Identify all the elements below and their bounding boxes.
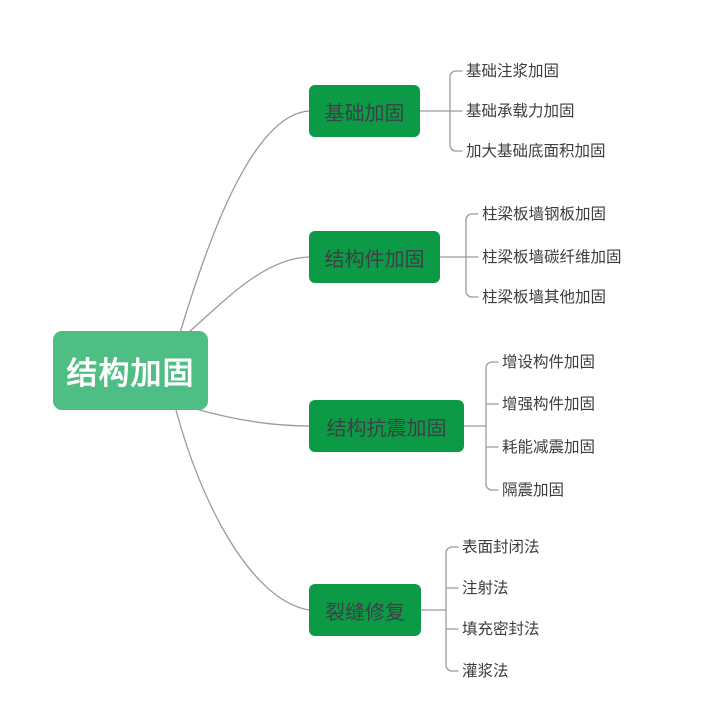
- spine-branch-3: [485, 361, 493, 491]
- root-node-label: 结构加固: [66, 356, 195, 391]
- branch-node-2[interactable]: 结构件加固: [309, 231, 440, 283]
- leaf-node-4-1[interactable]: 表面封闭法: [462, 540, 540, 556]
- leaf-node-3-3-label: 耗能减震加固: [502, 439, 596, 456]
- leaf-node-3-2[interactable]: 增强构件加固: [502, 397, 595, 413]
- branch-node-3[interactable]: 结构抗震加固: [309, 400, 464, 452]
- branch-node-1-label: 基础加固: [324, 102, 405, 125]
- leaf-node-3-3[interactable]: 耗能减震加固: [502, 440, 595, 456]
- leaf-node-1-1[interactable]: 基础注浆加固: [466, 64, 559, 80]
- leaf-node-3-4-label: 隔震加固: [502, 482, 565, 499]
- leaf-node-3-2-label: 增强构件加固: [502, 396, 596, 413]
- leaf-node-2-3-label: 柱梁板墙其他加固: [482, 289, 607, 306]
- leaf-node-4-4[interactable]: 灌浆法: [462, 664, 509, 680]
- leaf-node-1-2-label: 基础承载力加固: [466, 103, 575, 120]
- connector-root-to-branch-3: [195, 408, 310, 427]
- leaf-node-1-3-label: 加大基础底面积加固: [466, 143, 606, 160]
- leaf-node-4-2[interactable]: 注射法: [462, 581, 509, 597]
- leaf-node-2-2-label: 柱梁板墙碳纤维加固: [482, 249, 622, 266]
- leaf-node-4-3[interactable]: 填充密封法: [462, 622, 540, 638]
- spine-branch-2: [465, 213, 473, 298]
- leaf-node-1-3[interactable]: 加大基础底面积加固: [466, 144, 606, 160]
- branch-node-4-label: 裂缝修复: [325, 601, 405, 624]
- mindmap-root-node[interactable]: 结构加固: [53, 331, 208, 410]
- connector-root-to-branch-2: [187, 256, 310, 334]
- leaf-node-3-1[interactable]: 增设构件加固: [502, 355, 595, 371]
- leaf-node-2-3[interactable]: 柱梁板墙其他加固: [482, 290, 606, 306]
- leaf-node-4-1-label: 表面封闭法: [462, 539, 540, 556]
- leaf-node-3-1-label: 增设构件加固: [502, 354, 596, 371]
- leaf-node-4-4-label: 灌浆法: [462, 663, 509, 680]
- connector-root-to-branch-4: [175, 409, 310, 611]
- leaf-node-4-3-label: 填充密封法: [462, 621, 540, 638]
- branch-node-2-label: 结构件加固: [324, 248, 425, 271]
- branch-node-4[interactable]: 裂缝修复: [309, 584, 421, 636]
- leaf-node-1-2[interactable]: 基础承载力加固: [466, 104, 575, 120]
- leaf-node-2-1[interactable]: 柱梁板墙钢板加固: [482, 207, 606, 223]
- branch-node-1[interactable]: 基础加固: [309, 85, 420, 137]
- leaf-node-2-2[interactable]: 柱梁板墙碳纤维加固: [482, 250, 622, 266]
- branch-node-3-label: 结构抗震加固: [326, 417, 447, 440]
- leaf-node-1-1-label: 基础注浆加固: [466, 63, 560, 80]
- spine-branch-4: [445, 546, 453, 672]
- connector-root-to-branch-1: [179, 110, 310, 334]
- leaf-node-3-4[interactable]: 隔震加固: [502, 483, 564, 499]
- leaf-node-2-1-label: 柱梁板墙钢板加固: [482, 206, 607, 223]
- leaf-node-4-2-label: 注射法: [462, 580, 509, 597]
